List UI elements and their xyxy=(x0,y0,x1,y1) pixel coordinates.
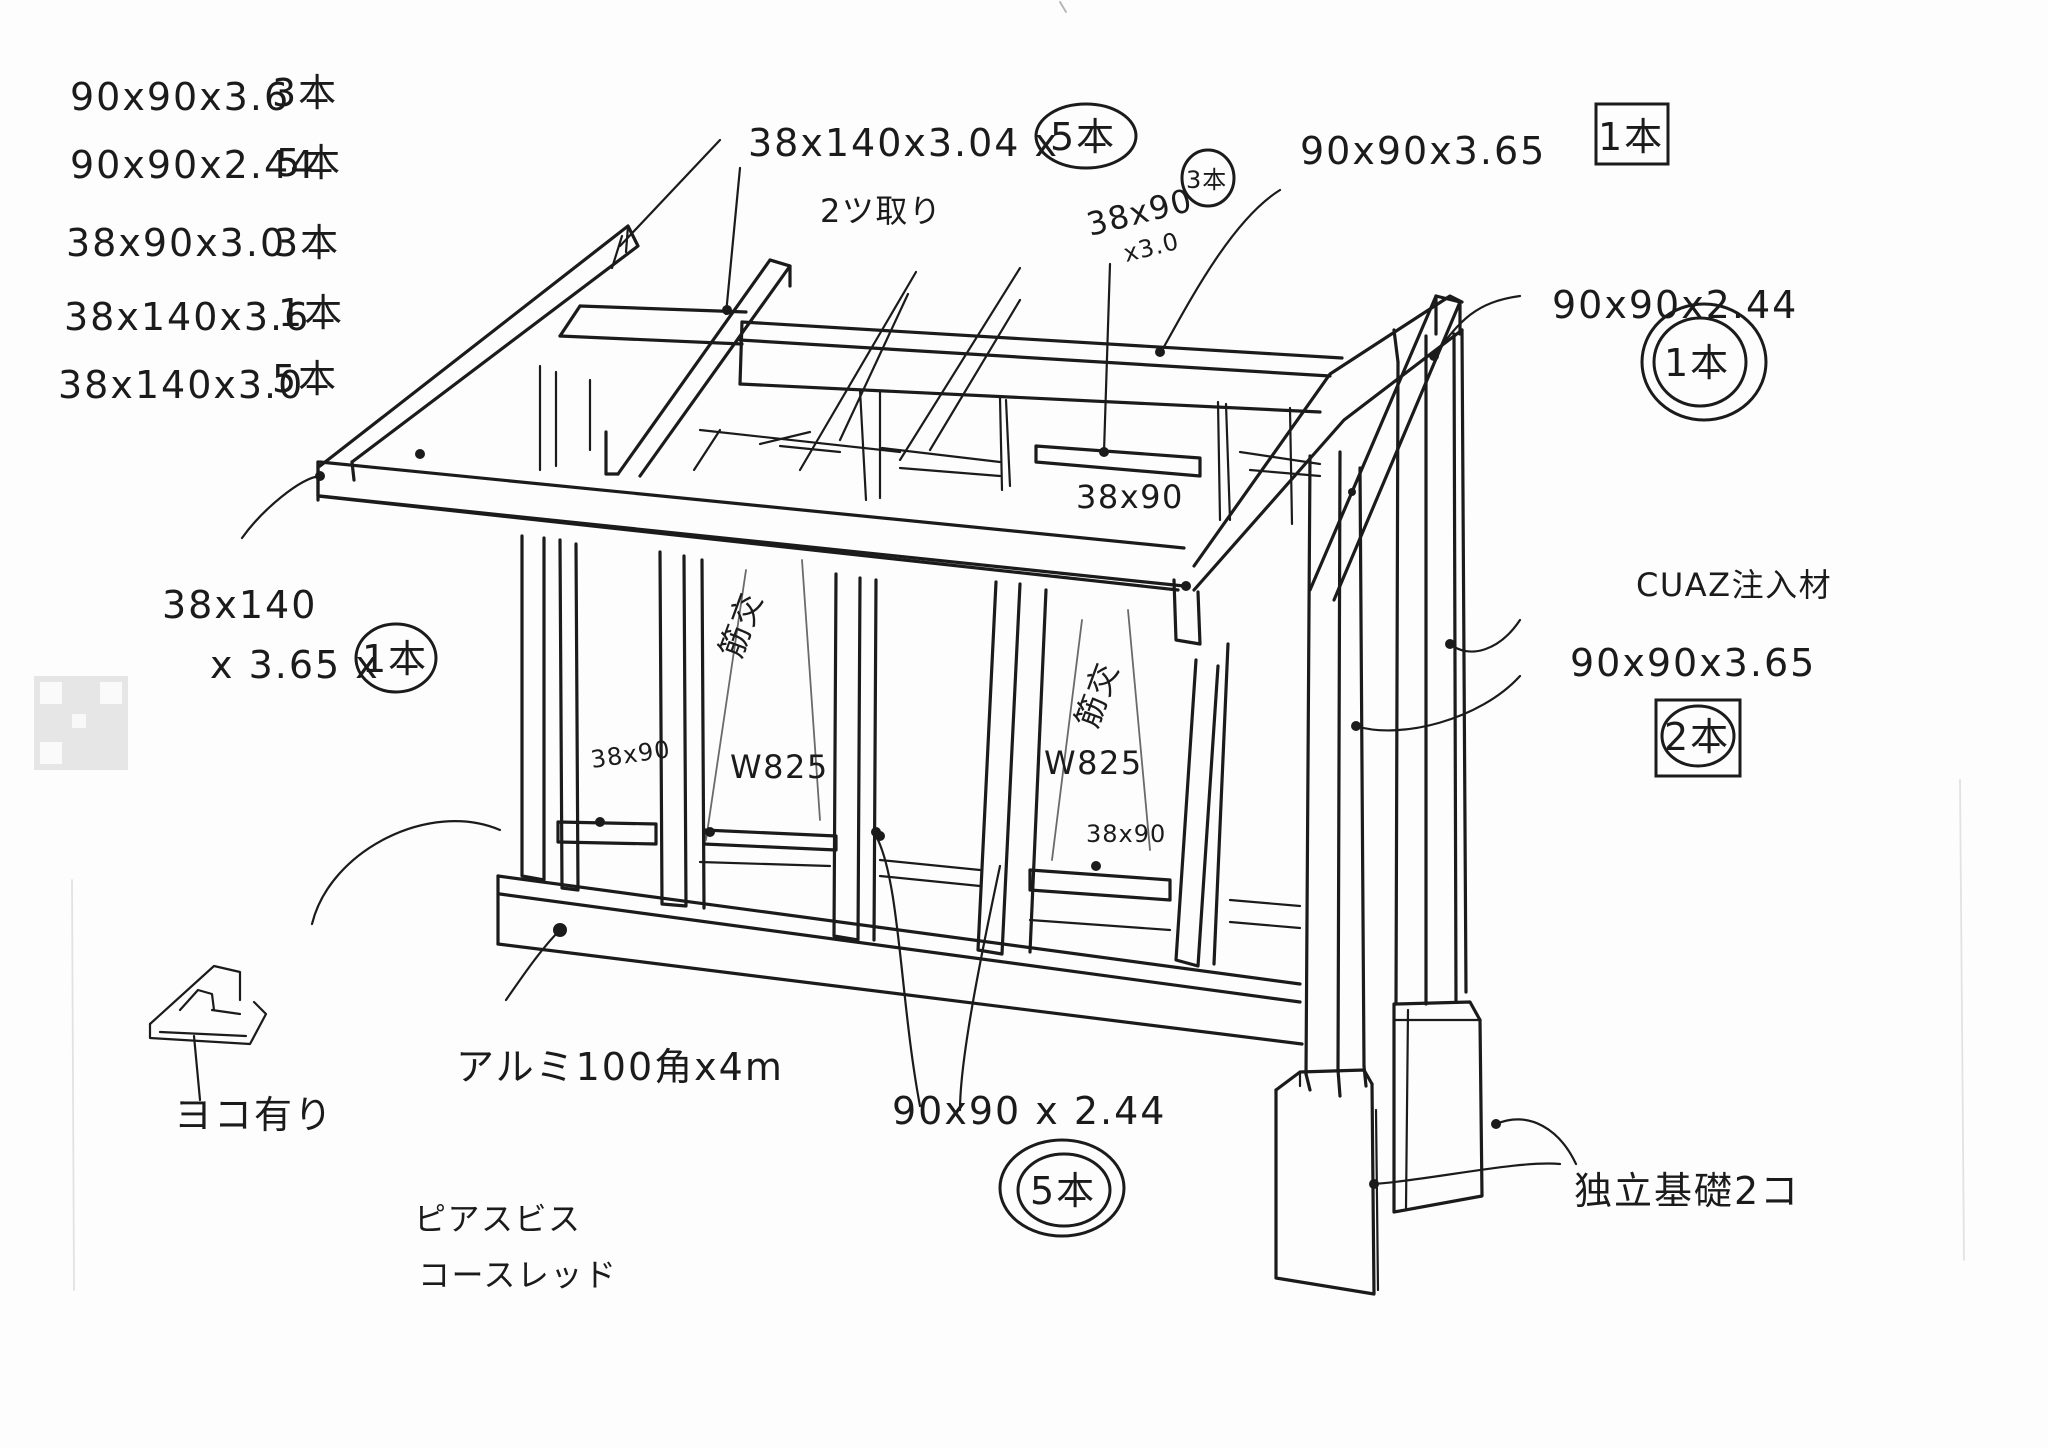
bottom-block-labels: 38x90 W825 W825 38x90 xyxy=(589,735,1166,848)
rafters-qty: 5本 xyxy=(1050,115,1116,159)
materials-qty-2: 5本 xyxy=(276,141,342,185)
materials-qty-3: 3本 xyxy=(274,221,340,265)
materials-spec-1: 90x90x3.6 xyxy=(70,75,290,119)
notch-detail-sketch xyxy=(148,964,268,1046)
fascia-label: 38x140 x 3.65 x 1本 xyxy=(162,583,438,694)
joist-spec-a: 38x90 xyxy=(1083,181,1197,244)
right-post-label: 90x90x2.44 1本 xyxy=(1552,283,1798,422)
bottom-posts-spec: 90x90 x 2.44 xyxy=(892,1089,1166,1133)
bottom-posts-qty: 5本 xyxy=(1030,1169,1096,1213)
leader-lines xyxy=(192,138,1578,1186)
footing-text: 独立基礎2コ xyxy=(1574,1169,1800,1213)
inner-block-label: 38x90 xyxy=(1076,478,1184,516)
rafters-note: 2ツ取り xyxy=(820,192,942,230)
treatment-text: CUAZ注入材 xyxy=(1636,566,1832,604)
front-posts-label: 90x90x3.65 2本 xyxy=(1570,641,1816,778)
materials-spec-5: 38x140x3.0 xyxy=(58,363,304,407)
front-fascia-beam xyxy=(316,460,1186,592)
width-right-text: W825 xyxy=(1044,744,1143,782)
materials-spec-4: 38x140x3.6 xyxy=(64,295,310,339)
brace-left-text: 筋交 xyxy=(712,587,771,663)
qr-code xyxy=(34,676,128,770)
front-posts-qty-circle xyxy=(1660,704,1736,768)
front-posts-spec: 90x90x3.65 xyxy=(1570,641,1816,685)
right-post-spec: 90x90x2.44 xyxy=(1552,283,1798,327)
inner-purlin xyxy=(538,304,748,472)
footing-right xyxy=(1392,1000,1484,1214)
bottom-posts-qty-circle xyxy=(998,1138,1126,1238)
materials-spec-2: 90x90x2.44 xyxy=(70,143,316,187)
materials-qty-1: 3本 xyxy=(272,71,338,115)
materials-spec-3: 38x90x3.0 xyxy=(66,221,286,265)
pergola-structure xyxy=(315,224,1501,1296)
front-posts-qty-box xyxy=(1654,698,1742,778)
rafters-qty-circle xyxy=(1034,102,1138,170)
scan-artifacts xyxy=(34,1,1965,1291)
aluminum-text: アルミ100角x4m xyxy=(456,1045,784,1089)
width-left-text: W825 xyxy=(730,748,829,786)
top-beam-qty-box xyxy=(1594,102,1670,166)
materials-list: 90x90x3.6 3本 90x90x2.44 5本 38x90x3.0 3本 … xyxy=(58,71,344,407)
bottom-posts-qty-inner-circle xyxy=(1016,1152,1112,1228)
diagonal-rafter-guides xyxy=(692,266,1022,472)
notch-note-text: ヨコ有り xyxy=(174,1093,334,1137)
right-post-qty: 1本 xyxy=(1664,341,1730,385)
joist-qty: 3本 xyxy=(1186,166,1227,194)
fascia-spec-a: 38x140 xyxy=(162,583,317,627)
rafters-spec: 38x140x3.04 x xyxy=(748,121,1059,165)
fascia-qty-circle xyxy=(354,622,438,694)
rafter-1 xyxy=(604,258,792,478)
treatment-label: CUAZ注入材 xyxy=(1636,566,1832,604)
joist-label: 38x90 x3.0 3本 xyxy=(1083,148,1236,268)
upper-studs xyxy=(858,388,1294,526)
screw-a-text: ピアスビス xyxy=(414,1200,582,1238)
right-post-qty-circle xyxy=(1640,302,1768,422)
inner-block-spec: 38x90 xyxy=(1076,478,1184,516)
screw-b-text: コースレッド xyxy=(418,1256,617,1294)
footing-left xyxy=(1274,1068,1380,1296)
joist-qty-circle xyxy=(1180,148,1236,208)
rafter-label: 38x140x3.04 x 5本 2ツ取り xyxy=(748,102,1138,230)
block-right-text: 38x90 xyxy=(1086,820,1166,848)
brace-labels: 筋交 筋交 xyxy=(712,587,1127,733)
top-beam-qty: 1本 xyxy=(1598,115,1664,159)
right-roof-beam xyxy=(1172,294,1464,646)
fascia-spec-b: x 3.65 x xyxy=(210,643,380,687)
right-posts xyxy=(1304,328,1468,1076)
rafter-2 xyxy=(1308,294,1462,602)
top-beam-label: 90x90x3.65 1本 xyxy=(1300,102,1670,173)
front-posts-qty: 2本 xyxy=(1664,715,1730,759)
top-beam-spec: 90x90x3.65 xyxy=(1300,129,1546,173)
materials-qty-5: 5本 xyxy=(272,357,338,401)
materials-qty-4: 1本 xyxy=(278,291,344,335)
lower-posts xyxy=(520,534,1230,968)
sill-blocks xyxy=(556,820,1302,932)
bottom-labels: アルミ100角x4m ヨコ有り 90x90 x 2.44 5本 独立基礎2コ ピ… xyxy=(174,1045,1800,1294)
right-post-qty-inner-circle xyxy=(1652,316,1748,408)
fascia-qty: 1本 xyxy=(362,637,428,681)
braces xyxy=(705,430,1151,861)
back-top-beam xyxy=(738,320,1344,414)
front-legs xyxy=(1304,1064,1368,1098)
